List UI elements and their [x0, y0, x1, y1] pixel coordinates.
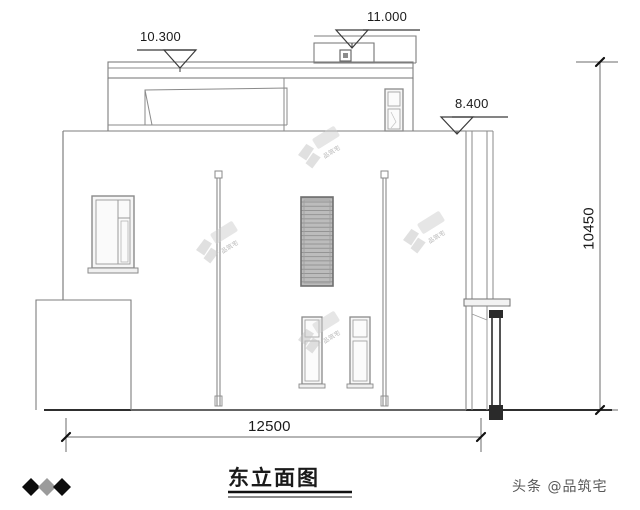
entry-canopy — [463, 298, 511, 410]
right-bay — [465, 130, 494, 410]
dimension-label-width: 12500 — [248, 418, 291, 435]
stair-penthouse — [313, 35, 417, 64]
downspout-right — [380, 170, 389, 407]
upper-terrace-recess — [108, 87, 288, 126]
title-underline — [228, 490, 352, 498]
gray-diamond-middle — [38, 478, 56, 496]
upper-parapet-band — [108, 67, 413, 131]
penthouse-vent-icon — [339, 49, 352, 62]
elevation-marker-8400 — [439, 116, 508, 135]
dimension-group-horizontal — [60, 418, 487, 452]
louver-panel — [300, 196, 334, 287]
elevation-marker-10300 — [137, 49, 198, 72]
watermark-credit: 头条 @品筑宅 — [512, 479, 608, 495]
narrow-window-right — [346, 316, 374, 389]
upper-right-window — [384, 88, 404, 132]
black-diamond-left — [22, 478, 40, 496]
elevation-label-11000: 11.000 — [367, 9, 407, 24]
left-window — [87, 195, 139, 274]
elevation-label-8400: 8.400 — [455, 96, 489, 111]
nav-diamonds[interactable] — [22, 478, 71, 496]
corner-post — [489, 310, 503, 420]
elevation-marker-11000 — [334, 29, 420, 49]
downspout-left — [214, 170, 223, 407]
elevation-label-10300: 10.300 — [140, 29, 181, 44]
page-title: 东立面图 — [228, 466, 320, 490]
black-diamond-right — [53, 478, 71, 496]
narrow-window-left — [298, 316, 326, 389]
dimension-label-height: 10450 — [580, 207, 598, 250]
